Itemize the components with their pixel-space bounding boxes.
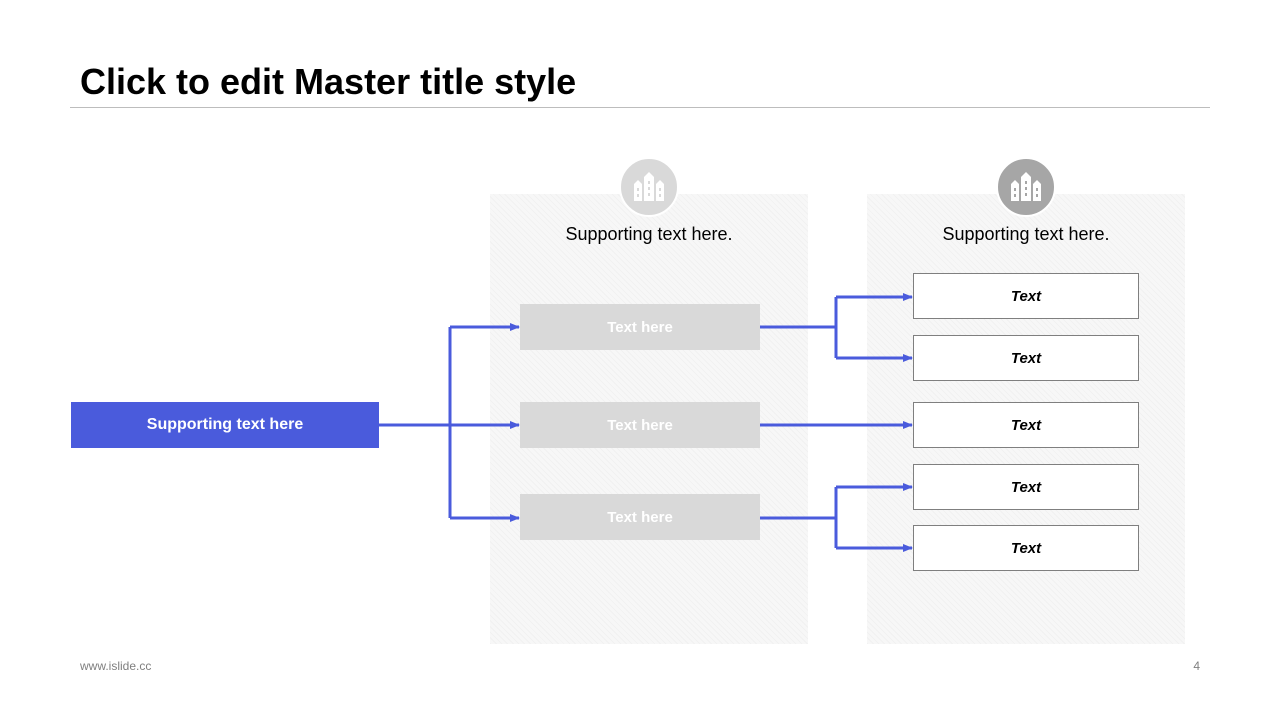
title-divider [70,107,1210,108]
footer-website: www.islide.cc [80,659,152,673]
branch-node-3: Text here [520,494,760,540]
buildings-icon [1011,172,1041,201]
column-badge-2 [996,157,1056,217]
page-number: 4 [1193,659,1200,673]
root-node: Supporting text here [71,402,379,448]
leaf-node-4: Text [913,464,1139,510]
leaf-node-1: Text [913,273,1139,319]
slide-title: Click to edit Master title style [80,61,577,102]
branch-node-1: Text here [520,304,760,350]
column-badge-1 [619,157,679,217]
column-heading-2: Supporting text here. [942,224,1110,244]
buildings-icon [634,172,664,201]
leaf-node-2: Text [913,335,1139,381]
branch-node-2: Text here [520,402,760,448]
column-heading-1: Supporting text here. [565,224,733,244]
leaf-node-3: Text [913,402,1139,448]
leaf-node-5: Text [913,525,1139,571]
